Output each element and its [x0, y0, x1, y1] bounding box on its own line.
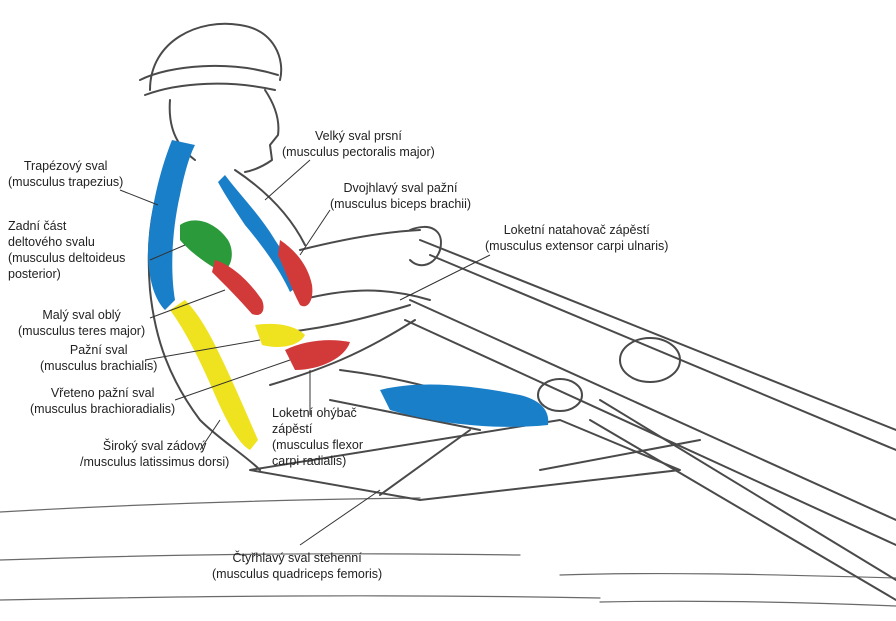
label-brachioradialis: Vřeteno pažní sval (musculus brachioradi…: [30, 385, 175, 417]
label-latissimus: Široký sval zádový /musculus latissimus …: [80, 438, 229, 470]
teres-muscle: [212, 260, 264, 315]
label-flexor: Loketní ohýbač zápěstí (musculus flexor …: [272, 405, 363, 469]
rower-head: [140, 24, 281, 172]
label-trapezius: Trapézový sval (musculus trapezius): [8, 158, 123, 190]
label-deltoid: Zadní část deltového svalu (musculus del…: [8, 218, 125, 282]
label-brachialis: Pažní sval (musculus brachialis): [40, 342, 157, 374]
quadriceps-muscle: [380, 385, 548, 427]
flexor-muscle: [285, 340, 350, 370]
water-lines: [0, 498, 896, 606]
label-teres: Malý sval oblý (musculus teres major): [18, 307, 145, 339]
latissimus-muscle: [170, 300, 258, 450]
label-biceps: Dvojhlavý sval pažní (musculus biceps br…: [330, 180, 471, 212]
brachialis-muscle: [255, 324, 305, 347]
label-pectoralis: Velký sval prsní (musculus pectoralis ma…: [282, 128, 435, 160]
label-extensor: Loketní natahovač zápěstí (musculus exte…: [485, 222, 668, 254]
label-quadriceps: Čtyřhlavý sval stehenní (musculus quadri…: [212, 550, 382, 582]
